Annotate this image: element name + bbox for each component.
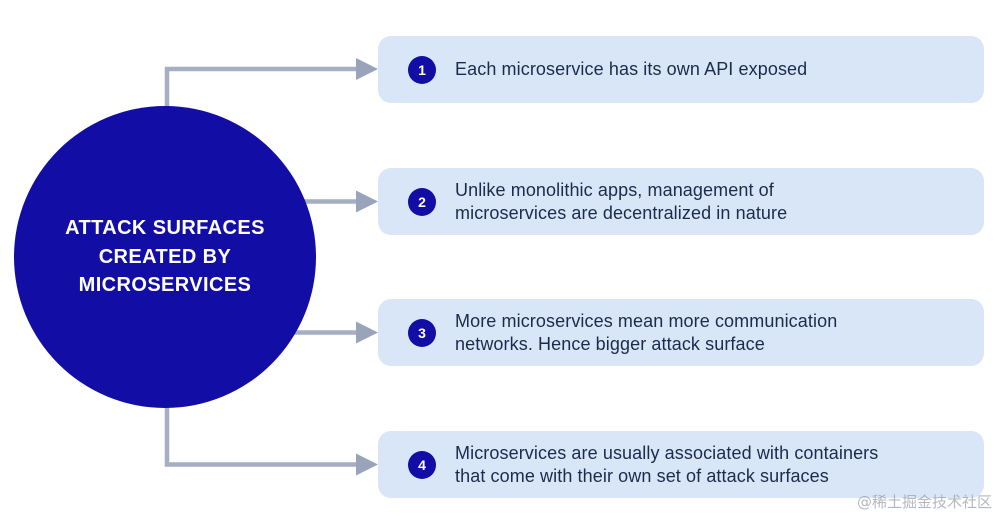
connector-line-4 (164, 402, 358, 467)
connector-line-1 (164, 66, 358, 112)
item-card-2: 2 Unlike monolithic apps, management of … (378, 168, 984, 235)
main-topic-title: ATTACK SURFACES CREATED BY MICROSERVICES (65, 217, 265, 297)
item-number-badge-1: 1 (408, 55, 436, 84)
item-number-badge-2: 2 (408, 187, 436, 216)
main-topic-circle: ATTACK SURFACES CREATED BY MICROSERVICES (14, 106, 316, 408)
arrowhead-icon-2 (356, 190, 378, 213)
item-card-1: 1 Each microservice has its own API expo… (378, 36, 984, 103)
item-card-4: 4 Microservices are usually associated w… (378, 431, 984, 498)
arrowhead-icon-1 (356, 58, 378, 80)
item-text-4: Microservices are usually associated wit… (455, 442, 879, 486)
watermark: @稀土掘金技术社区 (856, 493, 992, 511)
item-number-badge-4: 4 (408, 450, 436, 479)
arrowhead-icon-3 (356, 321, 378, 344)
item-text-3: More microservices mean more communicati… (455, 310, 838, 354)
item-text-2: Unlike monolithic apps, management of mi… (455, 179, 788, 223)
item-number-badge-3: 3 (408, 318, 436, 347)
item-text-1: Each microservice has its own API expose… (455, 59, 808, 79)
item-card-3: 3 More microservices mean more communica… (378, 299, 984, 366)
arrowhead-icon-4 (356, 453, 378, 476)
